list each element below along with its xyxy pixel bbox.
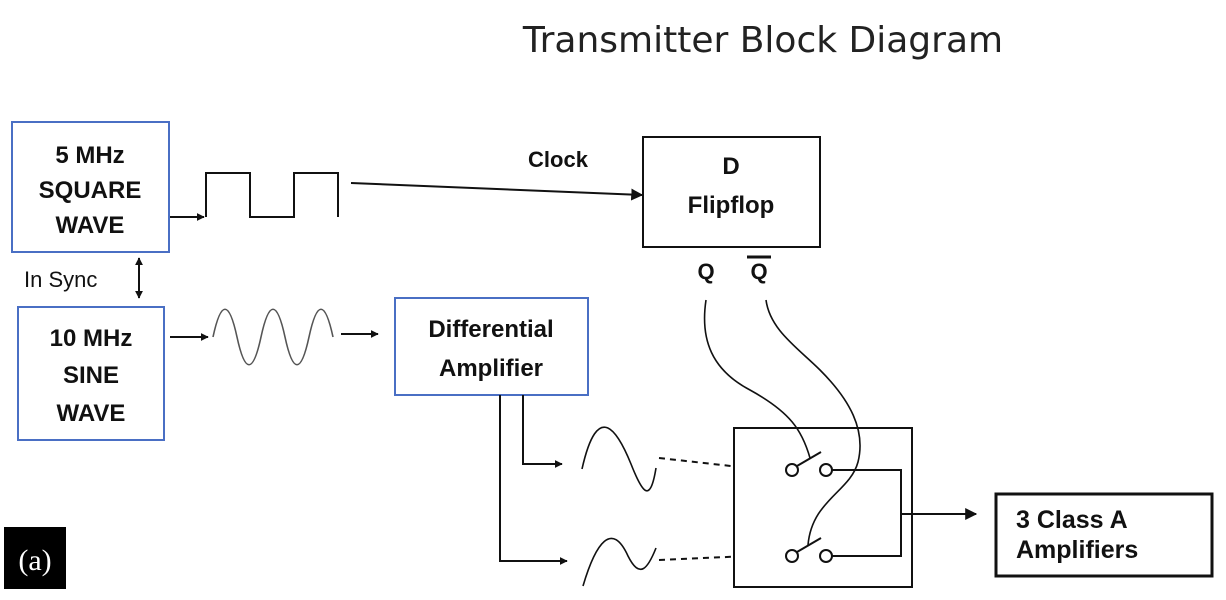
d-flipflop-block: D Flipflop bbox=[642, 136, 821, 248]
panel-label: (a) bbox=[4, 527, 66, 589]
q-bar-output-label: Q bbox=[750, 259, 767, 284]
sine-wave-line3: WAVE bbox=[57, 400, 126, 427]
flipflop-line2: Flipflop bbox=[688, 192, 775, 219]
square-wave-line2: SQUARE bbox=[39, 177, 142, 204]
square-wave-block: 5 MHz SQUARE WAVE bbox=[11, 121, 170, 253]
switch-upper-input-terminal bbox=[785, 463, 799, 477]
differential-amplifier-block: Differential Amplifier bbox=[394, 297, 589, 396]
sine-half-lower bbox=[582, 537, 657, 587]
diff-amp-line1: Differential bbox=[428, 316, 553, 343]
dashed-link-lower bbox=[658, 552, 750, 561]
square-wave-line1: 5 MHz bbox=[55, 142, 124, 169]
panel-label-text: (a) bbox=[18, 544, 51, 577]
sine-wave-line1: 10 MHz bbox=[50, 325, 133, 352]
switch-upper-blade bbox=[796, 451, 822, 467]
diff-amp-output-1 bbox=[522, 395, 563, 468]
switch-lower-blade bbox=[796, 537, 822, 553]
clock-arrow bbox=[350, 182, 644, 201]
diff-amp-line2: Amplifier bbox=[439, 355, 543, 382]
switch-lower-input-terminal bbox=[785, 549, 799, 563]
amplifiers-line1: 3 Class A bbox=[1016, 506, 1128, 534]
class-a-amplifiers-block: 3 Class A Amplifiers bbox=[994, 492, 1214, 578]
clock-label: Clock bbox=[528, 147, 589, 172]
q-control-wire bbox=[703, 299, 811, 459]
square-waveform bbox=[205, 172, 339, 218]
switch-lower-output-terminal bbox=[819, 549, 833, 563]
diagram-title: Transmitter Block Diagram bbox=[522, 20, 1003, 61]
sine-wave-block: 10 MHz SINE WAVE bbox=[17, 306, 165, 441]
sync-label: In Sync bbox=[24, 267, 97, 292]
dashed-link-upper bbox=[658, 457, 750, 472]
switch-upper-output-terminal bbox=[819, 463, 833, 477]
sine-waveform bbox=[212, 308, 334, 366]
q-output-label: Q bbox=[697, 259, 714, 284]
flipflop-line1: D bbox=[722, 153, 739, 180]
diff-amp-output-2 bbox=[499, 395, 568, 565]
sine-wave-line2: SINE bbox=[63, 362, 119, 389]
square-wave-line3: WAVE bbox=[56, 212, 125, 239]
amplifiers-line2: Amplifiers bbox=[1016, 536, 1138, 564]
q-bar-control-wire bbox=[765, 299, 861, 546]
sine-half-upper bbox=[581, 426, 657, 492]
